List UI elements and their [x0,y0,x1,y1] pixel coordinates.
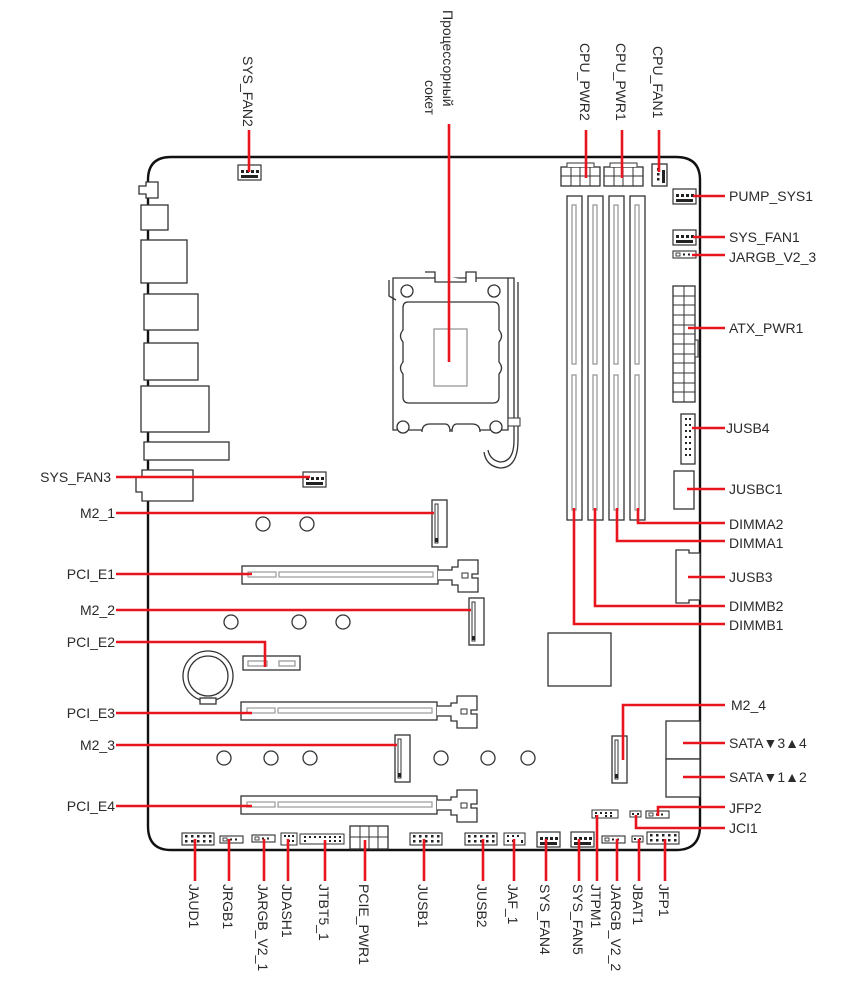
label-cpu-pwr1: CPU_PWR1 [613,43,629,121]
label-dimma2: DIMMA2 [729,516,784,532]
jrgb1-header [219,835,244,844]
sys-fan4-header [536,831,561,848]
pcie-pwr1-connector [349,825,389,850]
sys-fan1-header [672,229,697,246]
jaud1-header [181,832,215,846]
jfp1-header [646,831,680,845]
m2-1-slot [431,499,448,548]
jbat1-header [631,835,644,843]
label-m2-2: M2_2 [80,602,115,618]
board-outline [146,155,702,852]
label-sys-fan2: SYS_FAN2 [240,56,256,127]
label-jusb4: JUSB4 [726,420,770,436]
label-dimmb1: DIMMB1 [729,617,784,633]
dimm-slots [566,195,646,521]
label-jusb1: JUSB1 [415,884,431,928]
label-jfp1: JFP1 [656,884,672,917]
label-m2-4: M2_4 [731,697,766,713]
label-jtbt5-1: JTBT5_1 [316,884,332,941]
label-pci-e3: PCI_E3 [67,705,115,721]
label-cpu-socket-line2: сокет [422,80,438,116]
label-jaf-1: JAF_1 [505,884,521,925]
label-jusb2: JUSB2 [474,884,490,928]
label-sata-1-2: SATA▼1▲2 [729,769,807,785]
label-jci1: JCI1 [729,820,758,836]
label-jusbc1: JUSBC1 [729,481,783,497]
cmos-battery [182,650,234,705]
label-pump-sys1: PUMP_SYS1 [729,188,813,204]
pci-e2-slot [242,655,301,671]
sys-fan5-header [570,831,595,848]
label-jusb3: JUSB3 [729,569,773,585]
m2-standoff-holes [216,516,536,766]
label-jargb-v2-2: JARGB_V2_2 [608,884,624,971]
m2-3-slot [394,734,411,783]
label-m2-1: M2_1 [80,505,115,521]
label-dimmb2: DIMMB2 [729,598,784,614]
label-jargb-v2-1: JARGB_V2_1 [255,884,271,971]
label-jargb-v2-3: JARGB_V2_3 [729,249,816,265]
label-cpu-pwr2: CPU_PWR2 [577,43,593,121]
label-sys-fan1: SYS_FAN1 [729,229,800,245]
sata-connectors [665,720,701,798]
label-pci-e4: PCI_E4 [67,798,115,814]
atx-pwr1-connector [672,285,699,403]
label-dimma1: DIMMA1 [729,535,784,551]
label-atx-pwr1: ATX_PWR1 [729,320,804,336]
label-jdash1: JDASH1 [279,884,295,938]
label-sys-fan4: SYS_FAN4 [537,884,553,955]
leader-lines [116,124,725,881]
label-sata-3-4: SATA▼3▲4 [729,735,807,751]
chipset [547,632,612,687]
label-cpu-socket-line1: Процессорный [440,10,456,107]
m2-2-slot [468,597,485,646]
pci-e4-slot [240,789,478,823]
label-jbat1: JBAT1 [630,884,646,925]
pci-e1-slot [241,559,479,593]
m2-4-slot [611,735,628,784]
label-jaud1: JAUD1 [186,884,202,929]
jargb-v2-2-header [601,835,626,844]
label-sys-fan5: SYS_FAN5 [570,884,586,955]
label-pci-e1: PCI_E1 [67,566,115,582]
cpu-pwr2-connector [560,162,601,187]
label-sys-fan3: SYS_FAN3 [40,469,111,485]
cpu-socket [388,271,521,469]
cpu-pwr1-connector [603,162,644,187]
pump-sys1-header [672,188,697,205]
jusb1-header [409,832,443,846]
pci-e3-slot [240,695,478,729]
label-cpu-fan1: CPU_FAN1 [650,46,666,119]
sys-fan3-header [302,471,327,488]
jusb4-header [680,413,696,465]
jusb2-header [464,832,498,846]
label-m2-3: M2_3 [80,737,115,753]
label-pci-e2: PCI_E2 [67,634,115,650]
label-jtpm1: JTPM1 [588,884,604,929]
label-pcie-pwr1: PCIE_PWR1 [356,884,372,965]
rear-io-panel [135,181,230,502]
label-jrgb1: JRGB1 [220,884,236,929]
jtbt5-1-header [299,833,345,845]
label-jfp2: JFP2 [729,800,762,816]
